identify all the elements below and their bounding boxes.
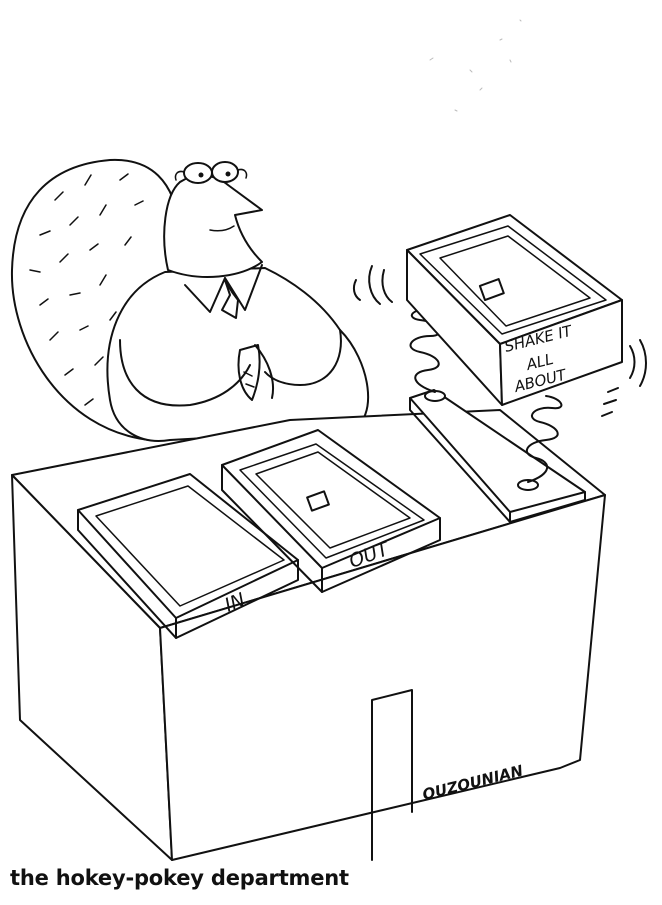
cartoon-caption: the hokey-pokey department: [10, 866, 349, 890]
chair-pattern: [29, 173, 144, 406]
shake-it-tray: SHAKE IT ALL ABOUT: [406, 214, 623, 406]
chair-back: [10, 158, 181, 441]
clerk-figure: [106, 161, 370, 442]
out-tray: OUT: [221, 429, 441, 593]
springs: [409, 308, 563, 483]
shake-base-plate: [409, 389, 586, 523]
motion-lines: [352, 265, 647, 417]
paper-specks: [429, 19, 522, 112]
